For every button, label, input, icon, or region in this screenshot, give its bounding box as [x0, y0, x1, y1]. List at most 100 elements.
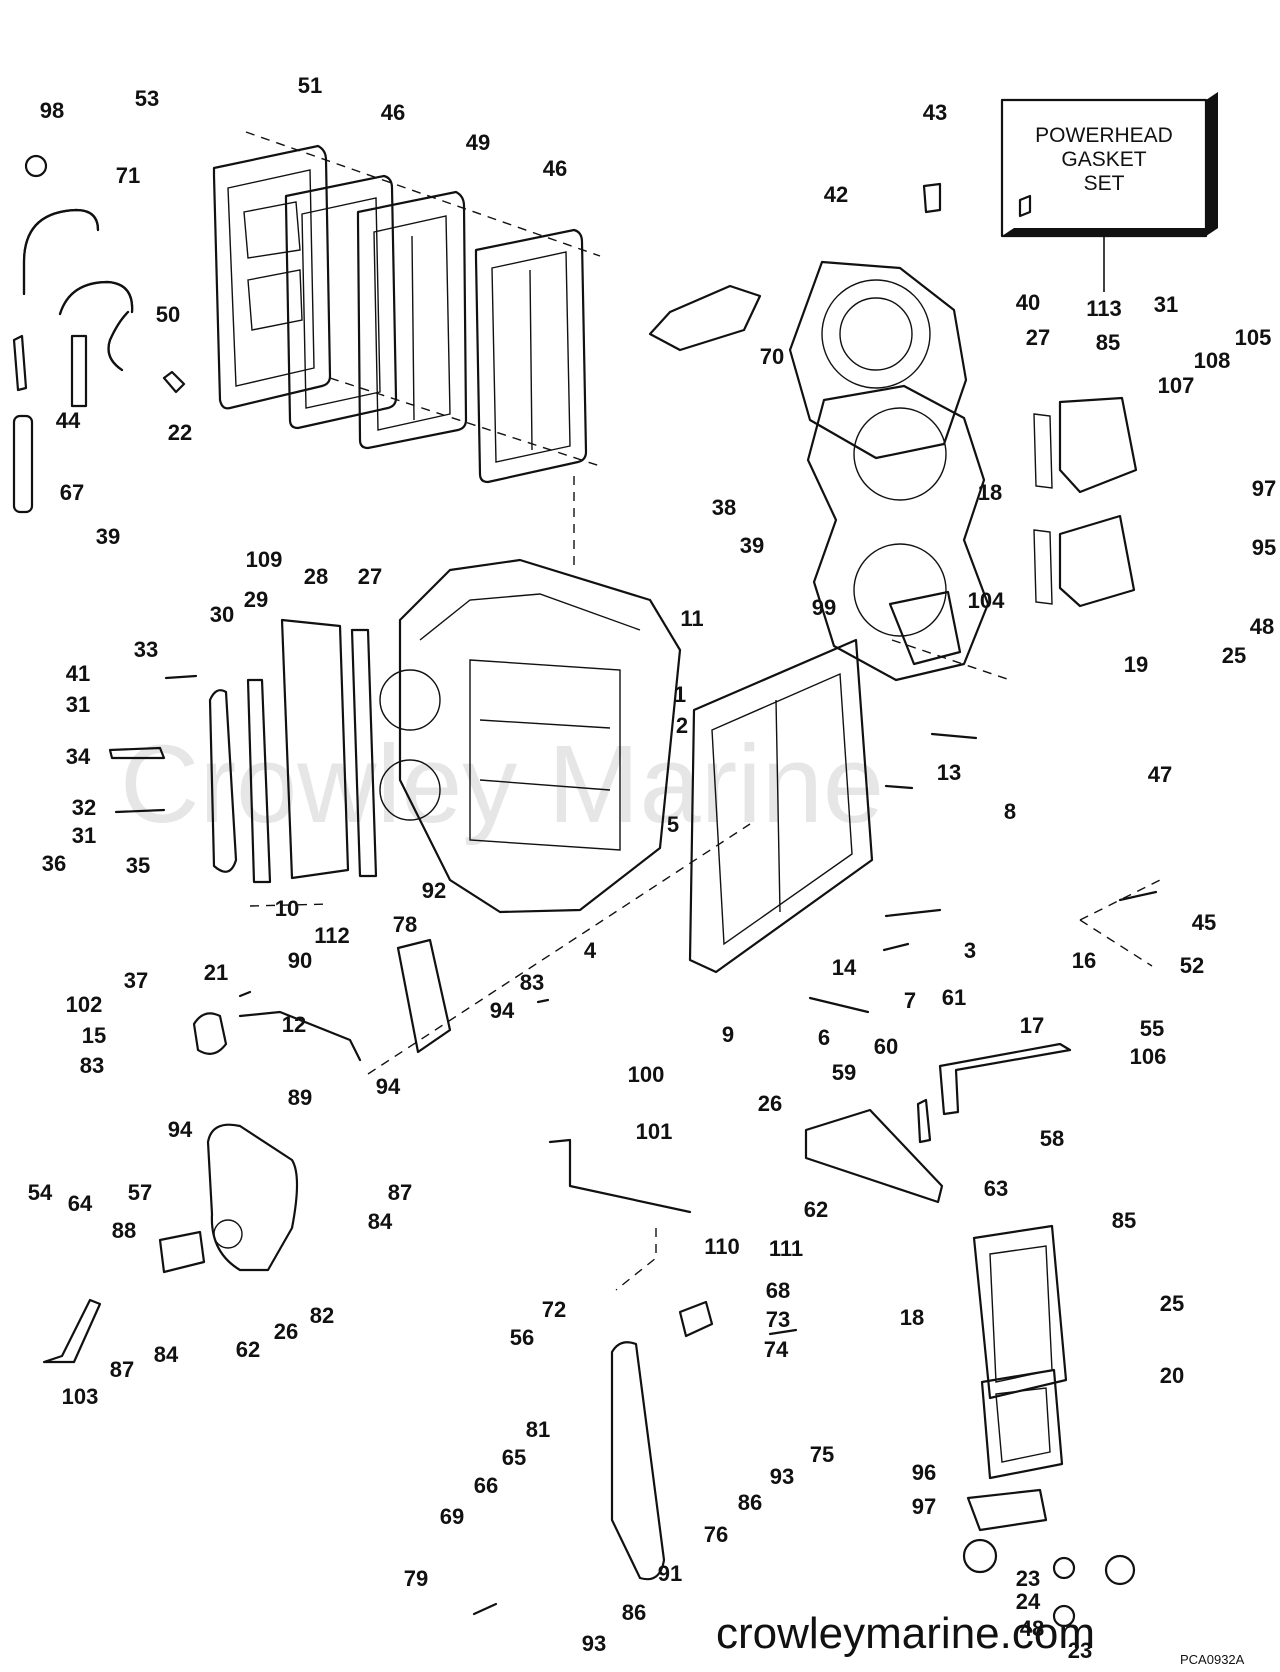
callout-26: 26	[274, 1319, 298, 1344]
callout-89: 89	[288, 1085, 312, 1110]
callout-83: 83	[520, 970, 544, 995]
callout-30: 30	[210, 602, 234, 627]
callout-109: 109	[246, 547, 283, 572]
callout-26: 26	[758, 1091, 782, 1116]
exhaust-cover-group	[212, 131, 601, 484]
gasket-set-box: POWERHEAD GASKET SET	[1000, 92, 1218, 292]
callout-23: 23	[1016, 1566, 1040, 1591]
callout-60: 60	[874, 1034, 898, 1059]
crankcase-block	[379, 558, 874, 974]
callout-55: 55	[1140, 1016, 1164, 1041]
callout-12: 12	[282, 1012, 306, 1037]
callout-99: 99	[812, 595, 836, 620]
callout-79: 79	[404, 1566, 428, 1591]
callout-15: 15	[82, 1023, 106, 1048]
callout-49: 49	[466, 130, 490, 155]
callout-9: 9	[722, 1022, 734, 1047]
callout-2: 2	[676, 713, 688, 738]
callout-17: 17	[1020, 1013, 1044, 1038]
gasket-box-line2: GASKET	[1061, 148, 1146, 171]
callout-48: 48	[1020, 1616, 1044, 1641]
callout-78: 78	[393, 912, 417, 937]
callout-31: 31	[72, 823, 96, 848]
callout-47: 47	[1148, 762, 1172, 787]
callout-85: 85	[1096, 330, 1120, 355]
callout-20: 20	[1160, 1363, 1184, 1388]
callout-62: 62	[236, 1337, 260, 1362]
callout-51: 51	[298, 73, 322, 98]
callout-48: 48	[1250, 614, 1274, 639]
callout-54: 54	[28, 1180, 53, 1205]
callout-67: 67	[60, 480, 84, 505]
callout-76: 76	[704, 1522, 728, 1547]
hardware-group	[108, 476, 1161, 1616]
callout-103: 103	[62, 1384, 99, 1409]
exhaust-gasket-46b	[474, 228, 588, 484]
callout-46: 46	[381, 100, 405, 125]
intake-manifold-group	[962, 1224, 1136, 1628]
callout-61: 61	[942, 985, 966, 1010]
gasket-box-line3: SET	[1084, 172, 1125, 195]
exhaust-plate-49	[356, 190, 468, 450]
callout-29: 29	[244, 587, 268, 612]
callout-69: 69	[440, 1504, 464, 1529]
callout-34: 34	[66, 744, 91, 769]
watermark-ghost: Crowley Marine	[120, 723, 884, 846]
callout-25: 25	[1222, 643, 1246, 668]
callout-11: 11	[680, 606, 703, 631]
callout-32: 32	[72, 795, 96, 820]
callout-70: 70	[760, 344, 784, 369]
callout-75: 75	[810, 1442, 834, 1467]
callout-37: 37	[124, 968, 148, 993]
callout-66: 66	[474, 1473, 498, 1498]
callout-97: 97	[1252, 476, 1276, 501]
callout-102: 102	[66, 992, 103, 1017]
callout-95: 95	[1252, 535, 1276, 560]
callout-83: 83	[80, 1053, 104, 1078]
reed-housing-bottom	[1058, 514, 1136, 608]
callout-84: 84	[368, 1209, 393, 1234]
callout-84: 84	[154, 1342, 179, 1367]
gasket-box-line1: POWERHEAD	[1035, 124, 1173, 147]
hose-71	[22, 208, 100, 296]
callout-62: 62	[804, 1197, 828, 1222]
callout-35: 35	[126, 853, 150, 878]
callout-7: 7	[904, 988, 916, 1013]
hose-group-left	[12, 154, 186, 514]
callout-43: 43	[923, 100, 947, 125]
callout-6: 6	[818, 1025, 830, 1050]
callout-63: 63	[984, 1176, 1008, 1201]
callout-91: 91	[658, 1561, 682, 1586]
callout-94: 94	[376, 1074, 401, 1099]
callout-82: 82	[310, 1303, 334, 1328]
callout-93: 93	[582, 1631, 606, 1656]
callout-25: 25	[1160, 1291, 1184, 1316]
callout-106: 106	[1130, 1044, 1167, 1069]
callout-10: 10	[275, 896, 299, 921]
callout-93: 93	[770, 1464, 794, 1489]
callout-21: 21	[204, 960, 228, 985]
callout-53: 53	[135, 86, 159, 111]
callout-81: 81	[526, 1417, 550, 1442]
callout-100: 100	[628, 1062, 665, 1087]
callout-22: 22	[168, 420, 192, 445]
callout-18: 18	[900, 1305, 924, 1330]
callout-42: 42	[824, 182, 848, 207]
callout-86: 86	[738, 1490, 762, 1515]
callout-73: 73	[766, 1307, 790, 1332]
callout-97: 97	[912, 1494, 936, 1519]
callout-101: 101	[636, 1119, 673, 1144]
callout-39: 39	[96, 524, 120, 549]
gasket-box-number: 113	[1086, 296, 1122, 321]
callout-87: 87	[110, 1357, 134, 1382]
crankcase-cover	[688, 638, 874, 974]
callout-36: 36	[42, 851, 66, 876]
linkage-group	[42, 938, 452, 1364]
callout-92: 92	[422, 878, 446, 903]
callout-41: 41	[66, 661, 90, 686]
callout-58: 58	[1040, 1126, 1064, 1151]
callout-27: 27	[1026, 325, 1050, 350]
callout-110: 110	[704, 1234, 740, 1259]
